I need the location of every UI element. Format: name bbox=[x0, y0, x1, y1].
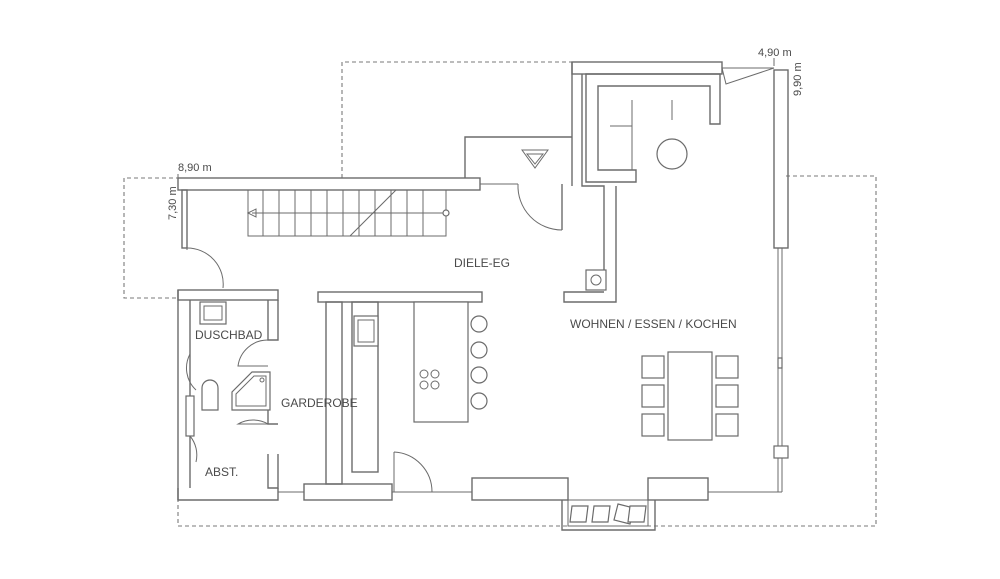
round-table bbox=[656, 138, 688, 170]
room-label-duschbad: DUSCHBAD bbox=[195, 328, 263, 342]
room-label-abst: ABST. bbox=[205, 465, 238, 479]
room-label-diele: DIELE-EG bbox=[454, 256, 510, 270]
interior-walls bbox=[185, 184, 563, 489]
dimension-left-depth: 7,30 m bbox=[167, 186, 179, 220]
dimension-right-depth: 9,90 m bbox=[792, 62, 804, 96]
furniture bbox=[199, 73, 739, 527]
dimension-marks bbox=[177, 58, 775, 180]
staircase bbox=[246, 189, 450, 237]
outer-walls bbox=[177, 61, 789, 531]
dimension-right-width: 4,90 m bbox=[758, 47, 792, 59]
dimension-left-width: 8,90 m bbox=[178, 162, 212, 174]
doors bbox=[186, 183, 563, 493]
room-label-wohnen: WOHNEN / ESSEN / KOCHEN bbox=[570, 317, 737, 331]
room-label-garderobe: GARDEROBE bbox=[281, 396, 358, 410]
dashed-outlines bbox=[123, 61, 877, 527]
